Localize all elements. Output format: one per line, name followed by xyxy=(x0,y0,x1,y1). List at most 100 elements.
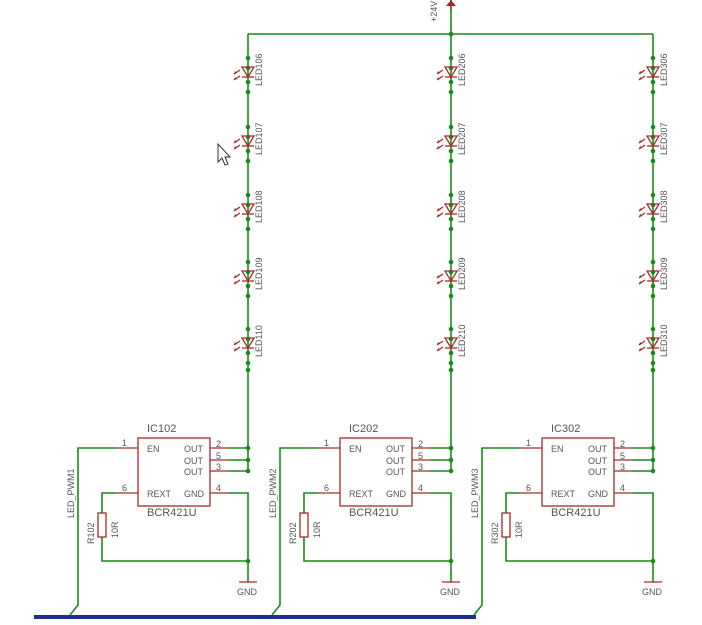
pwm-net-label: LED_PWM1 xyxy=(66,468,76,518)
led-3-2[interactable] xyxy=(638,135,661,150)
junction-dot xyxy=(245,283,251,289)
led-emission-arrowhead-icon xyxy=(234,140,237,143)
pin-number: 6 xyxy=(122,483,127,493)
led-emission-arrowhead-icon xyxy=(234,146,237,149)
junction-dot xyxy=(650,326,656,332)
led-diode-icon xyxy=(443,66,459,79)
junction-dot xyxy=(245,158,251,164)
led-emission-arrowhead-icon xyxy=(234,342,237,345)
junction-dot xyxy=(245,326,251,332)
led-diode-icon xyxy=(443,270,459,283)
led-emission-arrowhead-icon xyxy=(639,348,642,351)
led-2-3[interactable] xyxy=(436,203,459,218)
junction-dot xyxy=(650,79,656,85)
ground-label: GND xyxy=(237,587,258,597)
pin-name-out: OUT xyxy=(386,456,406,466)
junction-dot xyxy=(650,350,656,356)
resistor-body[interactable] xyxy=(97,512,107,538)
led-diode-icon xyxy=(240,270,256,283)
ic-part-number: BCR421U xyxy=(551,507,601,519)
junction-dot xyxy=(650,192,656,198)
led-label: LED209 xyxy=(457,257,467,290)
junction-dot xyxy=(448,226,454,232)
pwm-net-wire xyxy=(69,447,116,616)
ic-name: IC202 xyxy=(349,423,378,435)
pin-number: 2 xyxy=(418,439,423,449)
pwm-net-wire xyxy=(271,447,318,616)
led-label: LED108 xyxy=(254,190,264,223)
resistor-name: R202 xyxy=(288,522,298,544)
led-3-4[interactable] xyxy=(638,270,661,285)
led-emission-arrowhead-icon xyxy=(639,208,642,211)
ic-name: IC102 xyxy=(147,423,176,435)
pin-number: 1 xyxy=(324,438,329,448)
driver-ic-body[interactable] xyxy=(339,437,413,507)
led-emission-arrowhead-icon xyxy=(437,140,440,143)
pin-number: 3 xyxy=(418,462,423,472)
led-diode-icon xyxy=(443,337,459,350)
resistor-body[interactable] xyxy=(501,512,511,538)
led-emission-arrowhead-icon xyxy=(639,146,642,149)
led-1-1[interactable] xyxy=(233,66,256,81)
pin-number: 2 xyxy=(216,439,221,449)
led-1-5[interactable] xyxy=(233,337,256,352)
led-emission-arrowhead-icon xyxy=(437,348,440,351)
led-2-5[interactable] xyxy=(436,337,459,352)
led-emission-arrowhead-icon xyxy=(234,77,237,80)
junction-dot xyxy=(245,192,251,198)
junction-dot xyxy=(448,293,454,299)
junction-dot xyxy=(650,216,656,222)
led-3-3[interactable] xyxy=(638,203,661,218)
led-emission-arrowhead-icon xyxy=(234,348,237,351)
led-diode-icon xyxy=(645,337,661,350)
ground-return-wire xyxy=(505,537,653,562)
resistor-value: 10R xyxy=(312,521,322,538)
led-label: LED307 xyxy=(659,122,669,155)
junction-dot xyxy=(448,79,454,85)
led-1-3[interactable] xyxy=(233,203,256,218)
pin-name-out: OUT xyxy=(184,467,204,477)
supply-label: +24V xyxy=(429,1,439,22)
pin-number: 3 xyxy=(216,462,221,472)
pin-name-rext: REXT xyxy=(147,489,172,499)
ic-part-number: BCR421U xyxy=(349,507,399,519)
junction-dot xyxy=(245,558,251,564)
junction-dot xyxy=(650,558,656,564)
ground-wire xyxy=(430,492,452,582)
ic-part-number: BCR421U xyxy=(147,507,197,519)
pin-name-out: OUT xyxy=(386,467,406,477)
led-3-5[interactable] xyxy=(638,337,661,352)
resistor-body[interactable] xyxy=(299,512,309,538)
led-label: LED106 xyxy=(254,53,264,86)
rext-wire xyxy=(101,492,116,513)
junction-dot xyxy=(650,124,656,130)
pin-number: 3 xyxy=(620,462,625,472)
resistor-name: R102 xyxy=(86,522,96,544)
pin-number: 1 xyxy=(122,438,127,448)
led-label: LED206 xyxy=(457,53,467,86)
driver-ic-body[interactable] xyxy=(137,437,211,507)
led-emission-arrowhead-icon xyxy=(437,214,440,217)
led-2-4[interactable] xyxy=(436,270,459,285)
junction-dot xyxy=(245,445,251,451)
led-emission-arrowhead-icon xyxy=(639,281,642,284)
pwm-net-wire xyxy=(473,447,520,616)
led-1-2[interactable] xyxy=(233,135,256,150)
led-emission-arrowhead-icon xyxy=(234,275,237,278)
led-3-1[interactable] xyxy=(638,66,661,81)
led-2-1[interactable] xyxy=(436,66,459,81)
led-emission-arrowhead-icon xyxy=(234,214,237,217)
junction-dot xyxy=(448,124,454,130)
led-label: LED308 xyxy=(659,190,669,223)
resistor-value: 10R xyxy=(514,521,524,538)
driver-ic-body[interactable] xyxy=(541,437,615,507)
led-2-2[interactable] xyxy=(436,135,459,150)
led-emission-arrowhead-icon xyxy=(234,208,237,211)
pin-number: 5 xyxy=(418,451,423,461)
led-label: LED109 xyxy=(254,257,264,290)
junction-dot xyxy=(650,89,656,95)
led-emission-arrowhead-icon xyxy=(437,275,440,278)
led-diode-icon xyxy=(645,203,661,216)
led-1-4[interactable] xyxy=(233,270,256,285)
